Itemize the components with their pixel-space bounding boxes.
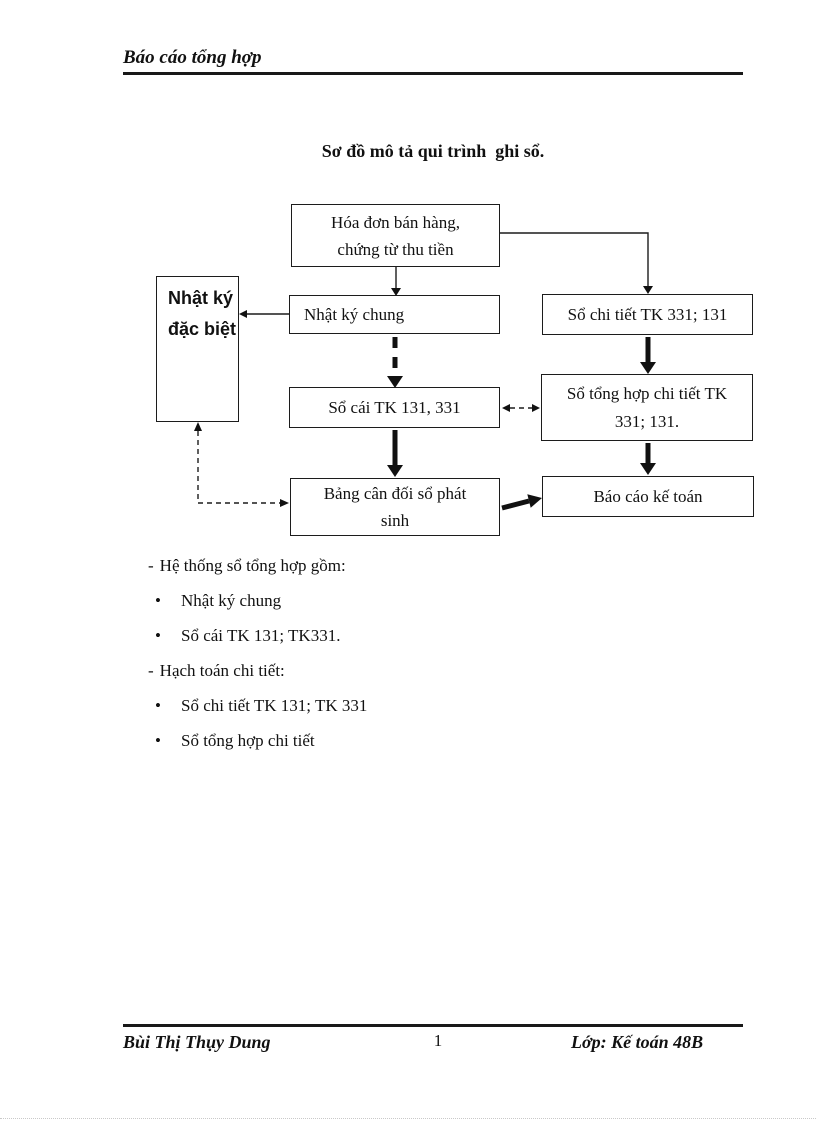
arrow-hoadon-to-nhatkychung	[391, 267, 401, 296]
list-item-text: Sổ tổng hợp chi tiết	[181, 730, 315, 750]
notes-list: - Hệ thống sổ tổng hợp gồm: • Nhật ký ch…	[148, 548, 568, 758]
flow-box-bang-can-doi: Bảng cân đối sổ phát sinh	[290, 478, 500, 536]
flow-box-so-chi-tiet: Sổ chi tiết TK 331; 131	[542, 294, 753, 335]
page-number: 1	[433, 1031, 443, 1050]
list-item: - Hệ thống sổ tổng hợp gồm:	[148, 548, 568, 583]
bullet-marker: •	[155, 730, 161, 750]
header-title: Báo cáo tổng hợp	[123, 47, 262, 68]
list-item-text: Hệ thống sổ tổng hợp gồm:	[159, 555, 346, 575]
list-item: • Nhật ký chung	[148, 583, 568, 618]
flow-box-hoa-don: Hóa đơn bán hàng, chứng từ thu tiền	[291, 204, 500, 267]
dash-marker: -	[148, 660, 154, 680]
arrow-socai-to-bangcandoi	[387, 430, 403, 477]
flow-box-bao-cao: Báo cáo kế toán	[542, 476, 754, 517]
footer-class: Lớp: Kế toán 48B	[571, 1032, 704, 1052]
list-item: • Sổ cái TK 131; TK331.	[148, 618, 568, 653]
footer-rule	[123, 1024, 743, 1027]
diagram-title: Sơ đồ mô tả qui trình ghi sổ.	[321, 141, 545, 161]
page-header: Báo cáo tổng hợp	[123, 47, 743, 75]
flow-box-so-cai: Sổ cái TK 131, 331	[289, 387, 500, 428]
bullet-marker: •	[155, 625, 161, 645]
bullet-marker: •	[155, 590, 161, 610]
list-item-text: Sổ cái TK 131; TK331.	[181, 625, 341, 645]
list-item: • Sổ chi tiết TK 131; TK 331	[148, 688, 568, 723]
bullet-marker: •	[155, 695, 161, 715]
arrow-bangcandoi-to-baocao	[501, 494, 542, 511]
flow-box-nhat-ky-dac-biet: Nhật ký đặc biệt	[156, 276, 239, 422]
footer-author: Bùi Thị Thụy Dung	[123, 1032, 271, 1052]
arrow-nhatkychung-to-nhatkydacbiet	[239, 310, 289, 318]
list-item: • Sổ tổng hợp chi tiết	[148, 723, 568, 758]
arrow-nhatkychung-to-socai-dashed	[387, 337, 403, 388]
list-item-text: Hạch toán chi tiết:	[159, 660, 285, 680]
arrow-hoadon-to-sochitiet	[500, 232, 653, 294]
arrow-sochitiet-to-sotonghop	[640, 337, 656, 374]
flow-box-so-tong-hop: Sổ tổng hợp chi tiết TK 331; 131.	[541, 374, 753, 441]
dash-marker: -	[148, 555, 154, 575]
list-item-text: Sổ chi tiết TK 131; TK 331	[181, 695, 368, 715]
list-item-text: Nhật ký chung	[181, 590, 282, 610]
arrow-nhatkydacbiet-bangcandoi-dashed	[194, 422, 289, 507]
arrow-socai-sotonghop-double-dashed	[502, 404, 540, 412]
page-bottom-divider	[0, 1118, 816, 1119]
flow-box-nhat-ky-chung: Nhật ký chung	[289, 295, 500, 334]
list-item: - Hạch toán chi tiết:	[148, 653, 568, 688]
arrow-sotonghop-to-baocao	[640, 443, 656, 475]
